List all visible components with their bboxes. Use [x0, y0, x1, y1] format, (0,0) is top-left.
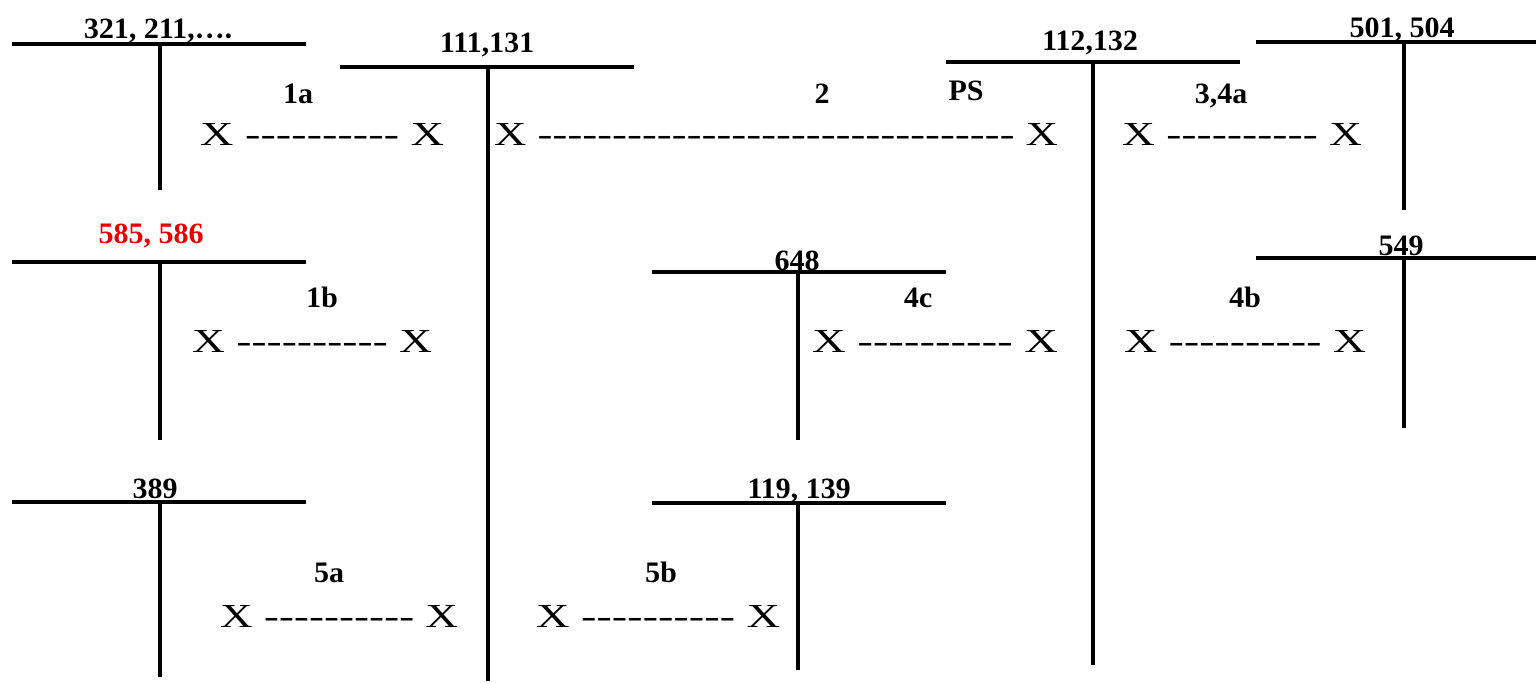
t-account-111-131-frame — [340, 65, 634, 681]
entry-2: X -------------------------------- X — [494, 116, 1058, 153]
account-title-648: 648 — [775, 244, 820, 277]
t-account-648-frame — [652, 270, 946, 440]
account-title-321-211: 321, 211,…. — [84, 12, 232, 45]
step-label-4b: 4b — [1229, 281, 1261, 314]
t-account-112-132-frame — [946, 60, 1240, 665]
account-title-585-586: 585, 586 — [99, 217, 204, 250]
account-title-111-131: 111,131 — [440, 26, 534, 59]
t-account-549-frame — [1256, 256, 1536, 428]
entry-1b: X ---------- X — [192, 323, 432, 360]
step-label-1b: 1b — [306, 281, 338, 314]
t-account-585-586-frame — [12, 260, 306, 440]
step-label-1a: 1a — [283, 77, 313, 110]
entry-4b: X ---------- X — [1124, 323, 1366, 360]
account-title-501-504: 501, 504 — [1350, 11, 1455, 44]
step-label-5b: 5b — [645, 556, 677, 589]
account-title-549: 549 — [1379, 229, 1424, 262]
t-account-119-139-frame — [652, 501, 946, 670]
t-account-389-frame — [12, 500, 306, 677]
entry-3-4a: X ---------- X — [1122, 116, 1362, 153]
entry-4c: X ---------- X — [812, 323, 1058, 360]
entry-1a: X ---------- X — [200, 116, 444, 153]
step-label-5a: 5a — [314, 556, 344, 589]
entry-5b: X ---------- X — [536, 598, 780, 635]
step-label-ps: PS — [948, 74, 983, 107]
t-account-321-211-frame — [12, 42, 306, 190]
entry-5a: X ---------- X — [220, 598, 458, 635]
t-account-501-504-frame — [1256, 40, 1536, 210]
account-title-389: 389 — [133, 472, 178, 505]
account-title-112-132: 112,132 — [1042, 24, 1138, 57]
step-label-2: 2 — [815, 77, 830, 110]
step-label-3-4a: 3,4a — [1195, 77, 1248, 110]
account-title-119-139: 119, 139 — [747, 472, 850, 505]
step-label-4c: 4c — [904, 281, 932, 314]
